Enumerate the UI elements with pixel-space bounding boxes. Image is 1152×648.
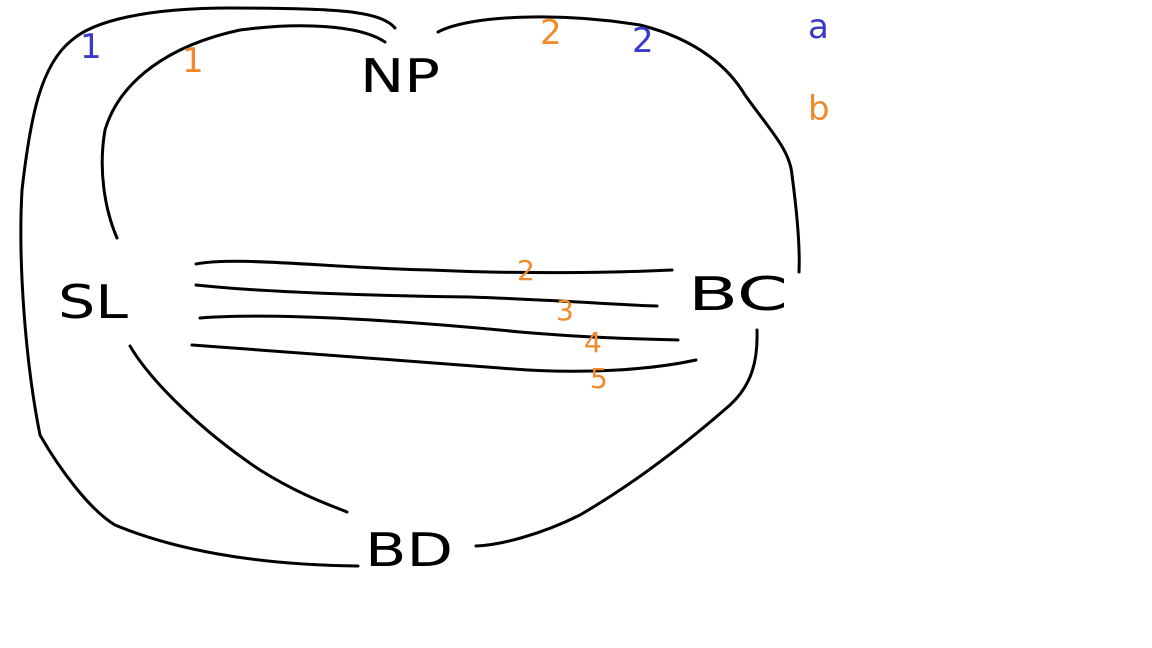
legend-blue-a: a (808, 7, 829, 47)
edge-bc-bd (474, 328, 759, 548)
node-bd: BD (365, 523, 453, 577)
node-sl: SL (58, 275, 128, 329)
edge-sl-bd (128, 344, 349, 514)
edge-label-orange-4: 4 (584, 326, 602, 359)
edge-sl-bc-b (194, 283, 659, 308)
edges (19, 6, 801, 568)
edge-label-blue-2: 2 (632, 21, 654, 61)
node-np: NP (360, 49, 440, 103)
legend-orange-b: b (808, 89, 830, 129)
edge-sl-bc-c (198, 314, 680, 342)
node-bc: BC (688, 267, 788, 321)
edge-sl-bc-a (194, 259, 674, 275)
edge-label-orange-1: 1 (182, 41, 204, 81)
edge-sl-bc-d (190, 343, 698, 373)
edge-sl-np-inner (100, 24, 387, 240)
edge-label-orange-2: 2 (517, 254, 535, 287)
edge-label-blue-1: 1 (80, 27, 102, 67)
edge-label-orange-2-top: 2 (540, 13, 562, 53)
edge-label-orange-3: 3 (556, 294, 574, 327)
edge-label-orange-5: 5 (590, 362, 608, 395)
edge-np-bc (436, 15, 801, 274)
edge-sl-np-outer (19, 6, 397, 568)
